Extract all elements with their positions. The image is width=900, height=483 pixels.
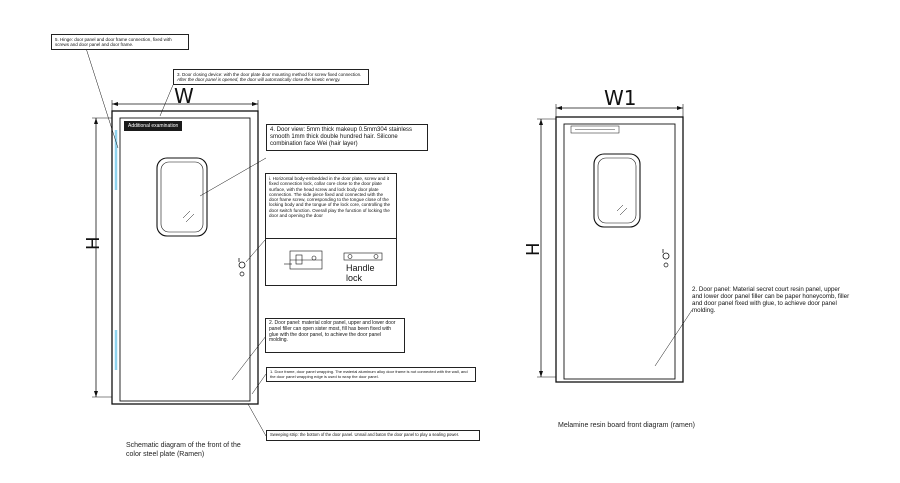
right-header-plate bbox=[570, 125, 620, 134]
leader-frame bbox=[251, 373, 267, 395]
note-door-closer-main: 3. Door closing device: with the door pl… bbox=[177, 72, 362, 77]
right-vision-window bbox=[593, 153, 641, 228]
handle-lock-box: Handle lock bbox=[265, 238, 397, 286]
right-handle bbox=[662, 252, 670, 260]
left-width-label: W bbox=[174, 84, 194, 108]
note-right-door-panel: 2. Door panel: Material secret court res… bbox=[692, 286, 850, 315]
leader-lock bbox=[245, 239, 266, 263]
note-hinge: 5. Hinge: door panel and door frame conn… bbox=[51, 34, 189, 51]
left-width-arrow-right bbox=[252, 102, 258, 106]
handle-lock-sketch bbox=[284, 250, 383, 270]
right-width-label: W1 bbox=[604, 86, 637, 110]
leader-hinge bbox=[84, 44, 119, 149]
note-lock-body: i. Horizontal body-embedded in the door … bbox=[265, 173, 397, 239]
left-handle bbox=[238, 261, 246, 269]
note-door-closer: 3. Door closing device: with the door pl… bbox=[173, 69, 369, 86]
left-door-leaf bbox=[119, 117, 251, 402]
right-caption: Melamine resin board front diagram (rame… bbox=[558, 422, 695, 429]
note-door-view: 4. Door view: 5mm thick makeup 0.5mm304 … bbox=[266, 124, 428, 151]
right-height-label: H bbox=[523, 242, 544, 256]
note-door-panel: 2. Door panel: material color panel, upp… bbox=[265, 318, 405, 353]
right-door-leaf bbox=[563, 123, 676, 380]
leader-right-panel bbox=[654, 309, 693, 367]
leader-closer bbox=[159, 84, 174, 117]
left-height-label: H bbox=[83, 236, 104, 250]
additional-examination-tag: Additional examination bbox=[124, 121, 183, 131]
right-door bbox=[537, 104, 693, 383]
left-vision-window bbox=[156, 157, 208, 237]
leader-sweep bbox=[247, 403, 267, 437]
left-door-frame bbox=[111, 110, 259, 405]
leader-panel bbox=[231, 335, 267, 381]
note-sweeping-strip: Sweeping strip: the bottom of the door p… bbox=[266, 430, 480, 441]
note-door-closer-sub: After the door panel is opened, the door… bbox=[177, 77, 341, 83]
leader-door-view bbox=[199, 157, 267, 197]
right-door-frame bbox=[555, 116, 684, 383]
left-caption: Schematic diagram of the front of the co… bbox=[126, 442, 241, 459]
left-width-arrow-left bbox=[112, 102, 118, 106]
handle-lock-label: Handle lock bbox=[346, 263, 375, 284]
note-door-frame: 1. Door frame, door panel wrapping. The … bbox=[266, 367, 476, 383]
left-door bbox=[84, 44, 383, 437]
